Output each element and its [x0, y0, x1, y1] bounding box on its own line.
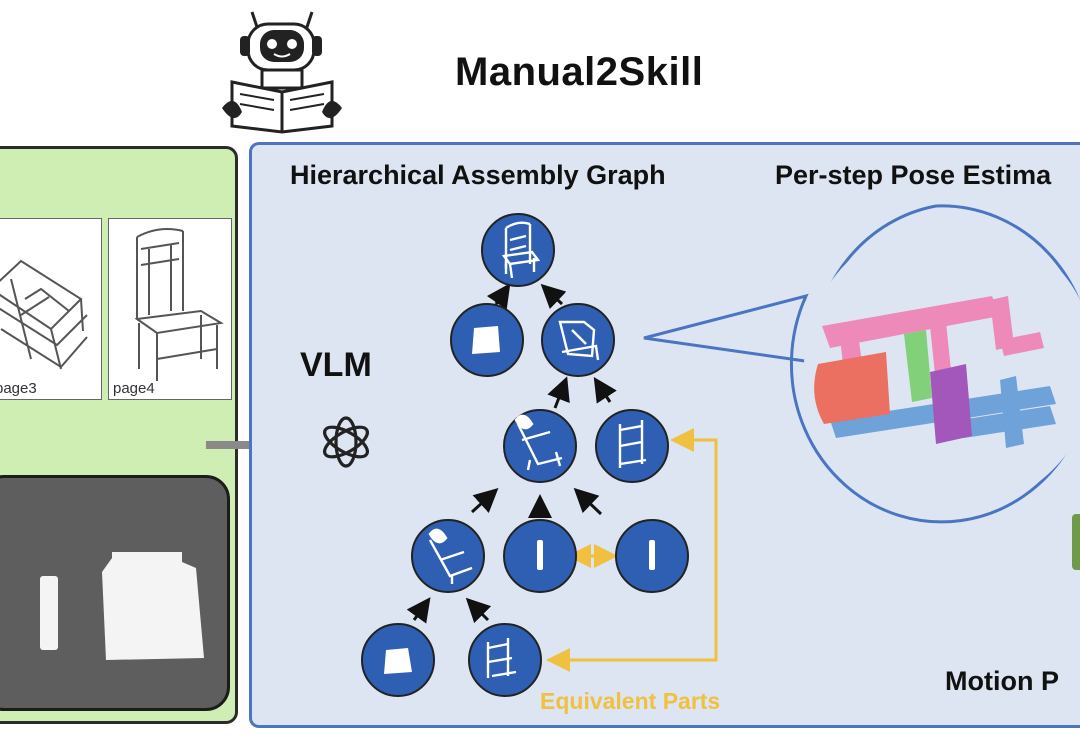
- page-label: page4: [113, 380, 155, 397]
- manual-page-thumbnail: page4: [108, 218, 232, 400]
- chair-frame-sketch-icon: [0, 259, 88, 370]
- vlm-label: VLM: [300, 346, 372, 384]
- page-title: Manual2Skill: [455, 50, 704, 94]
- page-label: page3: [0, 380, 37, 397]
- manual-page-thumbnail: page3: [0, 218, 102, 400]
- method-panel: [249, 142, 1080, 728]
- motion-planning-thumbnail: [1072, 514, 1080, 570]
- pose-heading: Per-step Pose Estima: [775, 160, 1052, 190]
- motion-planning-label: Motion P: [945, 666, 1059, 696]
- graph-heading: Hierarchical Assembly Graph: [290, 160, 666, 190]
- chair-sketch-icon: [134, 228, 224, 381]
- equivalent-parts-label: Equivalent Parts: [540, 688, 721, 714]
- parts-render-box: [0, 475, 230, 711]
